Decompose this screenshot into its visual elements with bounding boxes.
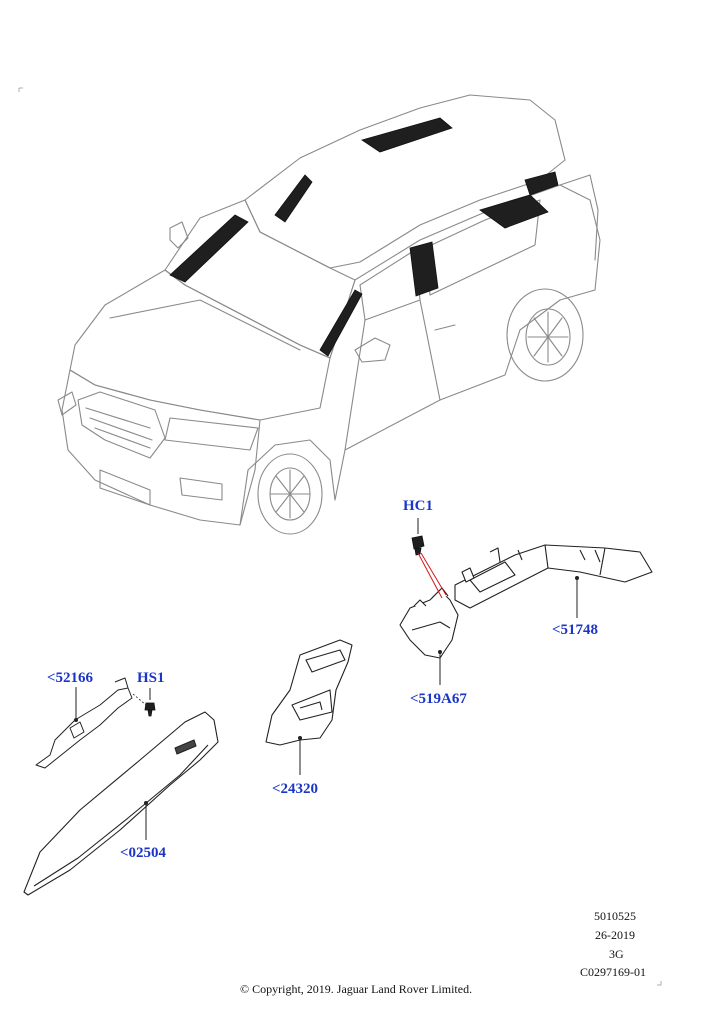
- part-24320-shape: [265, 639, 353, 746]
- info-line-2: 26-2019: [595, 928, 635, 942]
- anchor-02504: [144, 801, 148, 805]
- callout-02504[interactable]: <02504: [120, 845, 167, 861]
- anchor-519a67: [438, 650, 442, 654]
- part-52166-shape: [35, 677, 133, 769]
- corner-mark-top-left: [18, 87, 23, 92]
- callout-519a67[interactable]: <519A67: [410, 691, 467, 707]
- callout-52166[interactable]: <52166: [47, 670, 94, 686]
- info-line-1: 5010525: [594, 909, 636, 923]
- part-hs1-shape: [144, 702, 156, 717]
- callout-hs1[interactable]: HS1: [137, 670, 165, 686]
- anchor-52166: [74, 718, 78, 722]
- leader-hs1-dash: [132, 693, 147, 706]
- info-line-4: C0297169-01: [580, 965, 646, 979]
- part-02504-shape: [23, 711, 219, 896]
- part-hc1-shape: [411, 535, 425, 556]
- callout-hc1[interactable]: HC1: [403, 498, 433, 514]
- part-519a67-shape: [399, 587, 459, 659]
- callout-51748[interactable]: <51748: [552, 622, 599, 638]
- leader-hc1-red-a: [417, 552, 443, 599]
- info-line-3: 3G: [609, 947, 624, 961]
- callout-24320[interactable]: <24320: [272, 781, 319, 797]
- copyright-notice: © Copyright, 2019. Jaguar Land Rover Lim…: [240, 982, 473, 996]
- anchor-51748: [575, 576, 579, 580]
- anchor-24320: [298, 736, 302, 740]
- highlighted-trim-areas: [169, 117, 559, 357]
- vehicle-illustration: [57, 94, 601, 535]
- corner-mark-bottom-right: [657, 981, 662, 986]
- leader-hc1-red-b: [420, 552, 447, 596]
- part-51748-shape: [454, 544, 653, 609]
